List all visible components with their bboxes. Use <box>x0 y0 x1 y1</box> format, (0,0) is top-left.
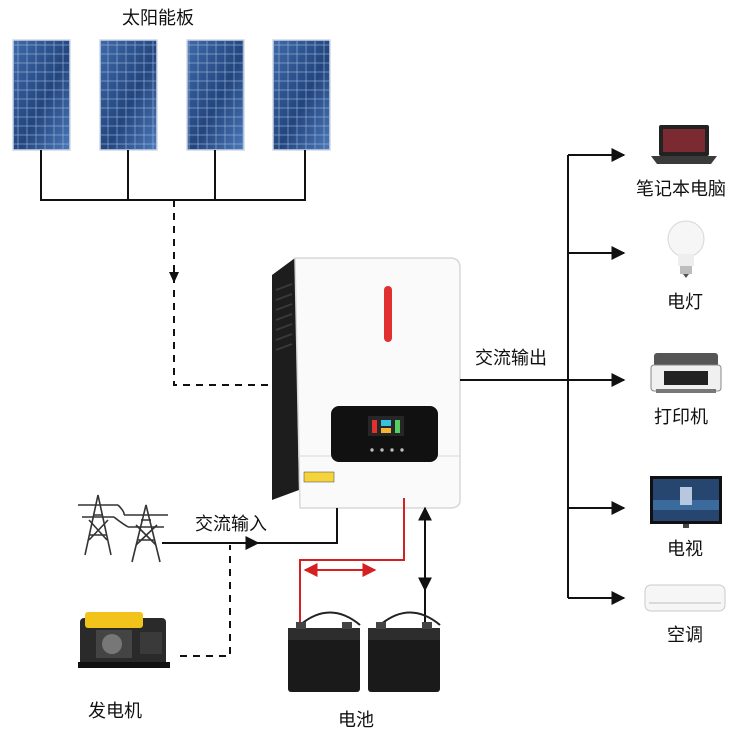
label-tv: 电视 <box>667 539 703 560</box>
power-tower-icon <box>78 494 168 563</box>
label-ac-output: 交流输出 <box>475 348 547 369</box>
solar-wiring <box>40 150 306 201</box>
label-battery: 电池 <box>338 710 374 731</box>
label-lamp: 电灯 <box>667 292 703 313</box>
label-laptop: 笔记本电脑 <box>636 179 726 200</box>
label-generator: 发电机 <box>88 701 142 722</box>
generator-connector <box>180 545 231 657</box>
tv-icon <box>650 476 722 528</box>
printer-icon <box>650 353 722 393</box>
label-ac-input: 交流输入 <box>195 514 267 535</box>
label-solar-panels: 太阳能板 <box>122 8 194 29</box>
ac-output-bus <box>460 148 626 605</box>
laptop-icon <box>651 125 717 164</box>
generator-icon <box>78 612 170 668</box>
solar-to-inverter-connector <box>173 200 272 386</box>
air-conditioner-icon <box>644 584 726 612</box>
battery-links <box>299 498 432 625</box>
light-bulb-icon <box>667 220 705 278</box>
label-printer: 打印机 <box>654 407 708 428</box>
solar-arrow <box>169 272 179 283</box>
label-air-conditioner: 空调 <box>667 625 703 646</box>
solar-panel-icon <box>12 39 331 151</box>
inverter-icon <box>272 257 461 509</box>
ac-input-line <box>162 508 338 550</box>
battery-icon <box>288 611 441 692</box>
